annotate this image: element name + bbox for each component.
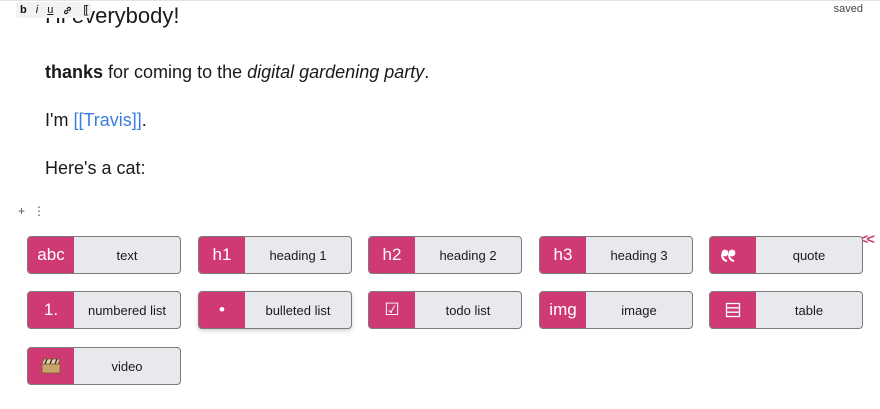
image-icon: img — [540, 292, 586, 328]
link-icon[interactable] — [62, 2, 74, 18]
block-option-label: table — [794, 302, 824, 318]
wikilink-travis[interactable]: [[Travis]] — [73, 110, 142, 130]
block-option-label: text — [116, 247, 138, 263]
block-option-table[interactable]: table — [709, 291, 863, 329]
paragraph-thanks[interactable]: thanks for coming to the digital gardeni… — [45, 62, 429, 83]
block-option-text[interactable]: abc text — [27, 236, 181, 274]
underline-button[interactable]: u — [47, 4, 54, 16]
block-option-bulleted-list[interactable]: • bulleted list — [198, 291, 352, 329]
plain-text: I'm — [45, 110, 74, 130]
plain-text: . — [424, 62, 430, 82]
block-option-label: heading 3 — [610, 247, 668, 263]
top-divider — [0, 0, 880, 1]
format-toolbar: b i u [[ — [16, 2, 92, 18]
text-icon: abc — [28, 237, 74, 273]
heading-1-icon: h1 — [199, 237, 245, 273]
heading-3-icon: h3 — [540, 237, 586, 273]
block-option-label: numbered list — [87, 302, 167, 318]
block-option-label: todo list — [445, 302, 491, 318]
save-status: saved — [833, 3, 863, 15]
block-option-label: heading 2 — [439, 247, 497, 263]
plain-text: for coming to the — [103, 62, 248, 82]
block-option-heading-1[interactable]: h1 heading 1 — [198, 236, 352, 274]
block-option-image[interactable]: img image — [539, 291, 693, 329]
block-option-label: heading 1 — [269, 247, 327, 263]
plain-text: . — [141, 110, 147, 130]
block-option-label: video — [111, 358, 143, 374]
block-option-label: bulleted list — [265, 302, 331, 318]
paragraph-cat[interactable]: Here's a cat: — [45, 158, 146, 178]
block-option-numbered-list[interactable]: 1. numbered list — [27, 291, 181, 329]
bold-text: thanks — [45, 62, 104, 82]
block-option-video[interactable]: video — [27, 347, 181, 385]
italic-button[interactable]: i — [35, 4, 39, 16]
paragraph-intro[interactable]: I'm [[Travis]]. — [45, 110, 147, 131]
block-option-heading-3[interactable]: h3 heading 3 — [539, 236, 693, 274]
collapse-panel-button[interactable]: << — [859, 231, 874, 248]
block-option-todo-list[interactable]: ☑ todo list — [368, 291, 522, 329]
add-block-button[interactable]: + — [18, 204, 26, 218]
film-icon — [28, 348, 74, 384]
italic-text: digital gardening party — [247, 62, 425, 82]
bold-button[interactable]: b — [20, 4, 27, 16]
block-option-heading-2[interactable]: h2 heading 2 — [368, 236, 522, 274]
table-icon — [710, 292, 756, 328]
numbered-list-icon: 1. — [28, 292, 74, 328]
bullet-icon: • — [199, 292, 245, 328]
block-option-quote[interactable]: quote — [709, 236, 863, 274]
block-handle: + ⋮ — [18, 204, 45, 218]
heading-2-icon: h2 — [369, 237, 415, 273]
checkbox-icon: ☑ — [369, 292, 415, 328]
drag-handle-icon[interactable]: ⋮ — [33, 204, 46, 218]
block-option-label: quote — [792, 247, 826, 263]
block-option-label: image — [621, 302, 657, 318]
quote-icon — [710, 237, 756, 273]
wikilink-button[interactable]: [[ — [83, 4, 88, 16]
